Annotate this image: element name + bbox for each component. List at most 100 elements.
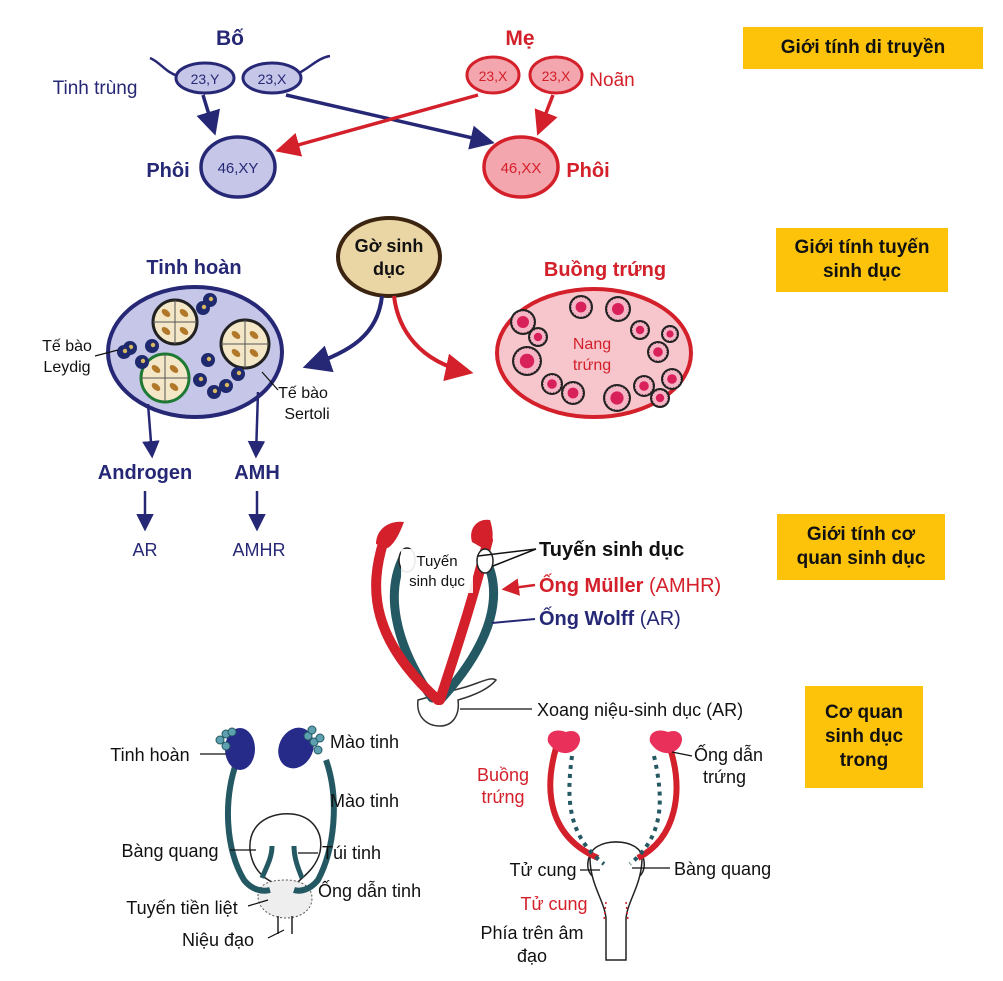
follicle-oocyte — [666, 330, 674, 338]
sperm-x-text: 23,X — [258, 71, 287, 87]
seminal-vesicle-right — [291, 845, 305, 879]
female-bladder-label: Bàng quang — [674, 859, 771, 879]
muller-name: Ống Müller — [539, 573, 644, 597]
female-embryo-cell — [482, 135, 560, 199]
female-ovary-label-line1: Buồng — [477, 765, 529, 785]
sertoli-label-line1: Tế bào — [278, 385, 328, 402]
sertoli-cell — [179, 327, 189, 335]
gonad-pointer-1 — [477, 548, 537, 557]
follicle-oocyte — [635, 325, 645, 335]
leydig-nucleus — [206, 356, 212, 362]
wolff-label: Ống Wolff (AR) — [539, 606, 681, 630]
gonadal-section: Gờ sinh dục Tinh hoàn Buồng trứng Tế bào… — [42, 216, 693, 560]
follicle-oocyte — [519, 353, 535, 369]
indifferent-ducts: Tuyến sinh dục Tuyến sinh dục Ống Müller… — [371, 519, 743, 727]
vas-deferens-left — [224, 756, 271, 894]
inner-gonad-label-line1: Tuyến — [416, 553, 457, 570]
follicle-oocyte — [517, 316, 529, 328]
stage-box-genetic-text: Giới tính di truyền — [780, 37, 946, 59]
follicle-oocyte — [567, 387, 579, 399]
male-bladder-label: Bàng quang — [121, 841, 218, 861]
wolff-name: Ống Wolff — [539, 606, 634, 630]
male-embryo-label: Phôi — [146, 160, 189, 182]
genetic-section: Bố Mẹ 23,Y 23,X Tinh trùng 23,X 23,X Noã… — [53, 27, 635, 199]
stage-box-gonadal-text: Giới tính tuyến sinh dục — [794, 237, 930, 282]
vagina-label-line2: đạo — [517, 946, 547, 966]
sertoli-cell — [151, 365, 161, 373]
uterus-label-black: Tử cung — [509, 860, 576, 880]
stage-box-internal-text: Cơ quan sinh dục trong — [824, 702, 904, 771]
arrow-ridge-to-ovary — [392, 295, 474, 382]
epididymis-beads — [215, 725, 325, 755]
leydig-nucleus — [198, 376, 204, 382]
leydig-label-line1: Tế bào — [42, 338, 92, 355]
arrow-testis-to-androgen — [142, 403, 160, 459]
leydig-nucleus — [150, 342, 156, 348]
ar-label: AR — [132, 540, 157, 560]
leydig-nucleus — [122, 348, 128, 354]
sperm-tail-y — [149, 56, 179, 78]
follicle-oocyte — [639, 381, 649, 391]
egg-label: Noãn — [589, 70, 634, 91]
egg-2-cell — [528, 55, 584, 95]
arrow-sperm-y-to-male — [196, 94, 220, 136]
wolff-receptor: (AR) — [634, 608, 681, 630]
egg-1-text: 23,X — [479, 68, 508, 84]
sertoli-cell — [231, 349, 241, 357]
tube-label-line1: Ống dẫn — [694, 744, 763, 765]
leydig-nucleus — [236, 370, 242, 376]
ovarian-follicles — [510, 295, 683, 412]
follicle-label-line2: trứng — [573, 357, 611, 374]
follicle-oocyte — [653, 347, 663, 357]
sperm-y-cell — [174, 61, 236, 95]
female-ovary-left — [547, 730, 581, 754]
male-bladder — [249, 813, 322, 883]
sertoli-cell — [169, 365, 179, 373]
stage-box-gonadal: Giới tính tuyến sinh dục — [776, 228, 948, 292]
ovary-title: Buồng trứng — [544, 259, 666, 281]
egg-2-text: 23,X — [542, 68, 571, 84]
genital-ridge-line1: Gờ sinh — [355, 236, 424, 256]
prostate-label: Tuyến tiền liệt — [126, 898, 237, 918]
sertoli-cell — [169, 383, 179, 391]
inner-gonad-label-bg — [401, 549, 473, 593]
sertoli-pointer — [261, 371, 279, 391]
leydig-nucleus — [212, 388, 218, 394]
vagina-dotted — [603, 901, 629, 921]
female-internal: Buồng trứng Ống dẫn trứng Tử cung Bàng q… — [477, 730, 771, 966]
uterus-label-red: Tử cung — [520, 894, 587, 914]
prostate — [257, 879, 313, 919]
female-embryo-label: Phôi — [566, 160, 609, 182]
arrow-ridge-to-testis — [302, 295, 384, 373]
sertoli-cell — [179, 309, 189, 317]
seminal-vesicle-left — [259, 845, 275, 879]
genital-ridge — [336, 216, 442, 298]
leydig-cells — [117, 293, 245, 399]
arrow-testis-to-amh — [247, 391, 266, 459]
epididymis-label-1: Mào tinh — [330, 732, 399, 752]
epididymis-bead — [315, 733, 325, 743]
stage-box-internal: Cơ quan sinh dục trong — [805, 686, 923, 788]
follicle-oocyte — [575, 301, 587, 313]
arrow-egg-to-male — [275, 93, 479, 157]
vas-deferens-right — [293, 759, 337, 894]
vagina-label-line1: Phía trên âm — [480, 923, 583, 943]
sperm-y-text: 23,Y — [191, 71, 220, 87]
testis-title: Tinh hoàn — [146, 257, 241, 279]
epididymis-bead — [221, 741, 231, 751]
tube-label-line2: trứng — [703, 767, 746, 787]
epididymis-bead — [215, 735, 225, 745]
leydig-nucleus — [140, 358, 146, 364]
muller-pointer — [501, 578, 536, 596]
follicle-oocyte — [655, 393, 665, 403]
sperm-label: Tinh trùng — [53, 78, 138, 99]
follicle-oocyte — [547, 379, 557, 389]
follicle-label-line1: Nang — [573, 336, 611, 353]
inner-gonad-label-line2: sinh dục — [409, 573, 465, 590]
prostate-pointer — [247, 899, 269, 907]
fallopian-tube-right — [636, 747, 680, 861]
female-ovary-right — [649, 730, 683, 754]
seminiferous-tubules — [139, 298, 271, 404]
leydig-label-line2: Leydig — [43, 359, 90, 376]
